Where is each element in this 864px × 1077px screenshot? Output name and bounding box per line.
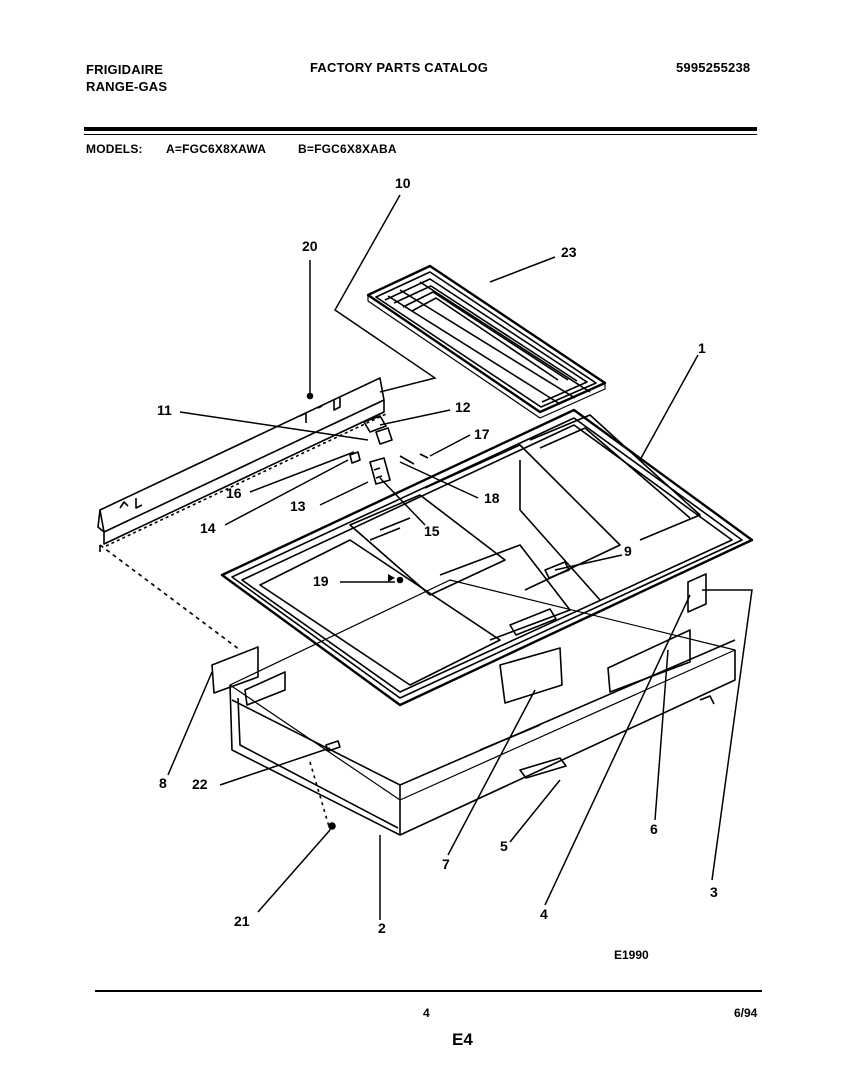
models-label: MODELS: bbox=[86, 142, 143, 156]
part-label-14: 14 bbox=[200, 520, 216, 536]
leader-23 bbox=[489, 256, 556, 283]
part-label-19: 19 bbox=[313, 573, 329, 589]
part-label-2: 2 bbox=[378, 920, 386, 936]
leader-5 bbox=[509, 779, 561, 843]
leader-22 bbox=[219, 747, 331, 786]
part-label-13: 13 bbox=[290, 498, 306, 514]
leader-7 bbox=[447, 689, 536, 856]
header-rule-thick bbox=[84, 127, 757, 131]
part-label-3: 3 bbox=[710, 884, 718, 900]
leader-3 bbox=[702, 589, 753, 881]
part-label-5: 5 bbox=[500, 838, 508, 854]
manifold-bracket-10 bbox=[97, 377, 387, 547]
leader-17 bbox=[429, 434, 471, 457]
leader-8 bbox=[167, 671, 213, 776]
part-label-10: 10 bbox=[395, 175, 411, 191]
figure-code: E1990 bbox=[614, 948, 649, 962]
bottom-pan-2 bbox=[229, 579, 736, 836]
part-label-18: 18 bbox=[484, 490, 500, 506]
leader-6 bbox=[654, 649, 669, 821]
part-label-22: 22 bbox=[192, 776, 208, 792]
brand-name: FRIGIDAIRE bbox=[86, 62, 164, 77]
part-label-11: 11 bbox=[157, 402, 172, 418]
model-a: A=FGC6X8XAWA bbox=[166, 142, 267, 156]
part-label-7: 7 bbox=[442, 856, 450, 872]
leader-15 bbox=[379, 477, 426, 526]
part-label-21: 21 bbox=[234, 913, 250, 929]
leader-21 bbox=[257, 829, 331, 913]
model-b: B=FGC6X8XABA bbox=[298, 142, 397, 156]
leader-14 bbox=[224, 459, 349, 526]
part-label-16: 16 bbox=[226, 485, 242, 501]
product-type: RANGE-GAS bbox=[86, 79, 168, 94]
footer-rule bbox=[95, 990, 762, 992]
top-frame-1 bbox=[220, 408, 754, 707]
leader-18 bbox=[399, 461, 479, 499]
part-label-23: 23 bbox=[561, 244, 577, 260]
leader-13 bbox=[319, 481, 369, 506]
page-number: 4 bbox=[423, 1006, 430, 1020]
part-label-20: 20 bbox=[302, 238, 318, 254]
part-label-4: 4 bbox=[540, 906, 548, 922]
burner-grate-23 bbox=[366, 264, 607, 419]
leader-16 bbox=[249, 451, 355, 493]
part-label-8: 8 bbox=[159, 775, 167, 791]
part-label-6: 6 bbox=[650, 821, 658, 837]
leader-12 bbox=[379, 409, 451, 426]
part-label-15: 15 bbox=[424, 523, 440, 539]
part-label-12: 12 bbox=[455, 399, 471, 415]
catalog-title: FACTORY PARTS CATALOG bbox=[310, 60, 489, 75]
burner-box bbox=[259, 414, 701, 686]
leader-10 bbox=[334, 194, 437, 393]
part-label-17: 17 bbox=[474, 426, 490, 442]
leader-11 bbox=[179, 411, 369, 441]
bracket-3 bbox=[687, 573, 707, 613]
leader-9 bbox=[554, 554, 623, 571]
part-label-9: 9 bbox=[624, 543, 632, 559]
header-rule-thin bbox=[84, 134, 757, 135]
page-code: E4 bbox=[452, 1030, 473, 1049]
catalog-date: 6/94 bbox=[734, 1006, 758, 1020]
bracket-8 bbox=[211, 646, 259, 694]
small-parts bbox=[306, 392, 429, 485]
leader-1 bbox=[639, 354, 699, 461]
leader-4 bbox=[544, 594, 691, 906]
catalog-number: 5995255238 bbox=[676, 60, 751, 75]
part-label-1: 1 bbox=[698, 340, 706, 356]
